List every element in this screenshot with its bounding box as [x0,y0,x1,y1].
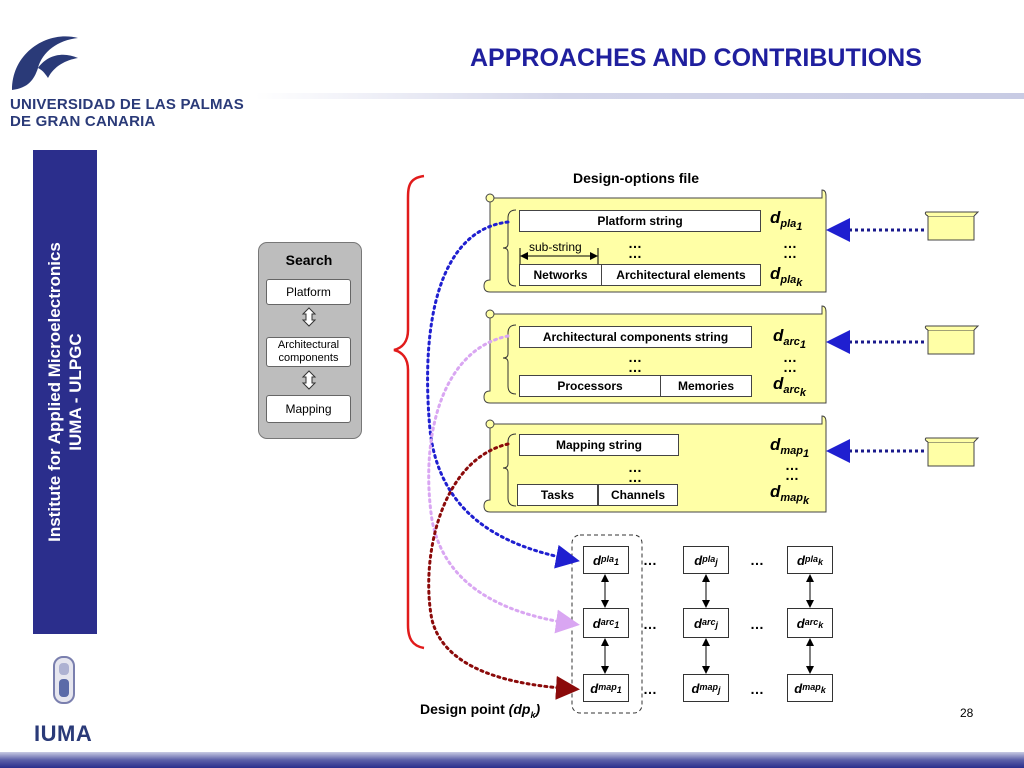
search-mapping-box: Mapping [266,395,351,423]
architecture-dots-mid: …… [628,349,642,375]
platform-string-box: Platform string [519,210,761,232]
university-line-2: DE GRAN CANARIA [10,113,156,130]
memories-box: Memories [660,375,752,397]
small-scroll-icon-3 [924,437,980,467]
d-arc-k-label: darck [773,374,807,400]
grid-dots-map-2: … [750,681,764,697]
mapping-string-box: Mapping string [519,434,679,456]
footer-bar [0,752,1024,768]
architecture-link-arrow [427,334,580,634]
iuma-logo-text: IUMA [34,721,93,746]
slide-title: APPROACHES AND CONTRIBUTIONS [470,44,922,72]
small-scroll-icon-2 [924,325,980,355]
university-logo-icon [8,32,88,92]
search-architectural-box: Architectural components [266,337,351,367]
grid-vertical-arrows [601,574,814,674]
title-divider [255,93,1024,99]
university-name: UNIVERSIDAD DE LAS PALMAS DE GRAN CANARI… [10,96,244,130]
d-pla-1-label: dpla1 [770,208,803,234]
d-pla-k-label: dplak [770,264,803,290]
mapping-dots-right: …… [785,457,799,483]
grid-dots-arc-2: … [750,616,764,632]
mapping-link-arrow [427,442,580,700]
iuma-logo-icon [52,655,76,705]
page-number: 28 [960,706,974,720]
sub-string-label: sub-string [529,240,582,254]
search-platform-box: Platform [266,279,351,305]
institute-sidebar: Institute for Applied Microelectronics I… [33,150,97,634]
search-double-arrow-1 [301,307,317,327]
grid-dots-pla-1: … [643,552,657,568]
platform-dots-mid: …… [628,235,642,261]
d-arc-1-label: darc1 [773,326,807,352]
d-map-k-label: dmapk [770,482,810,508]
design-options-title: Design-options file [573,170,699,186]
channels-box: Channels [598,484,678,506]
grid-dots-map-1: … [643,681,657,697]
design-point-label: Design point (dpk) [420,701,541,720]
red-brace [393,174,425,650]
small-scroll-icon-1 [924,211,980,241]
processors-box: Processors [519,375,661,397]
architectural-elements-box: Architectural elements [601,264,761,286]
networks-box: Networks [519,264,602,286]
grid-dots-arc-1: … [643,616,657,632]
mapping-dots-mid: …… [628,459,642,485]
platform-dots-right: …… [783,235,797,261]
search-title: Search [285,252,333,268]
d-map-1-label: dmap1 [770,435,810,461]
architectural-components-string-box: Architectural components string [519,326,752,348]
university-line-1: UNIVERSIDAD DE LAS PALMAS [10,96,244,113]
grid-dots-pla-2: … [750,552,764,568]
platform-link-arrow [426,220,580,569]
tasks-box: Tasks [517,484,598,506]
architecture-dots-right: …… [783,349,797,375]
search-double-arrow-2 [301,370,317,390]
